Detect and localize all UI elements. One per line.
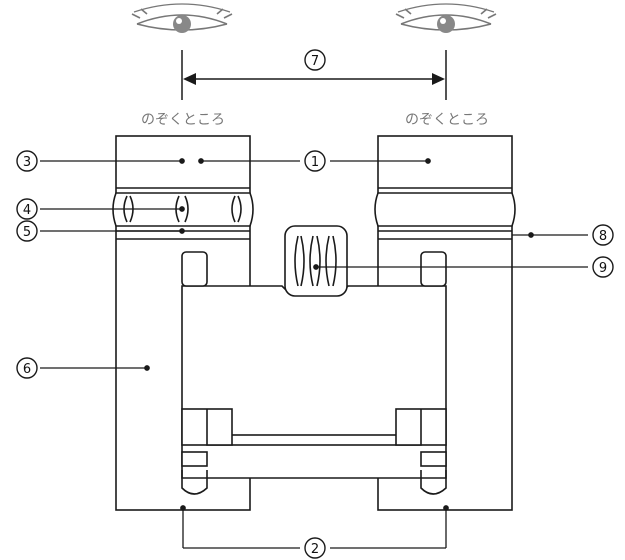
left-eye-icon <box>131 3 233 33</box>
binoculars-body <box>112 135 516 511</box>
callout-3: 3 <box>16 150 38 172</box>
right-eye-icon <box>395 3 497 33</box>
callout-6-label: 6 <box>23 362 31 377</box>
callout-1-label: 1 <box>311 155 319 170</box>
callout-6: 6 <box>16 357 38 379</box>
callout-4-label: 4 <box>23 203 31 218</box>
callout-3-label: 3 <box>23 155 31 170</box>
callout-9-label: 9 <box>599 261 607 276</box>
callout-5: 5 <box>16 220 38 242</box>
callout-4: 4 <box>16 198 38 220</box>
callout-7: 7 <box>304 49 326 71</box>
callout-1: 1 <box>304 150 326 172</box>
eyepiece-caption-right: のぞくところ <box>405 112 489 128</box>
callout-5-label: 5 <box>23 225 31 240</box>
callout-8: 8 <box>592 224 614 246</box>
callout-9: 9 <box>592 256 614 278</box>
focus-wheel <box>284 225 348 297</box>
interpupillary-distance-marker <box>181 50 447 100</box>
callout-7-label: 7 <box>311 54 319 69</box>
callout-2: 2 <box>304 537 326 559</box>
callout-8-label: 8 <box>599 229 607 244</box>
callout-2-label: 2 <box>311 542 319 557</box>
leader-lines <box>40 158 588 549</box>
eyepiece-caption-left: のぞくところ <box>141 112 225 128</box>
